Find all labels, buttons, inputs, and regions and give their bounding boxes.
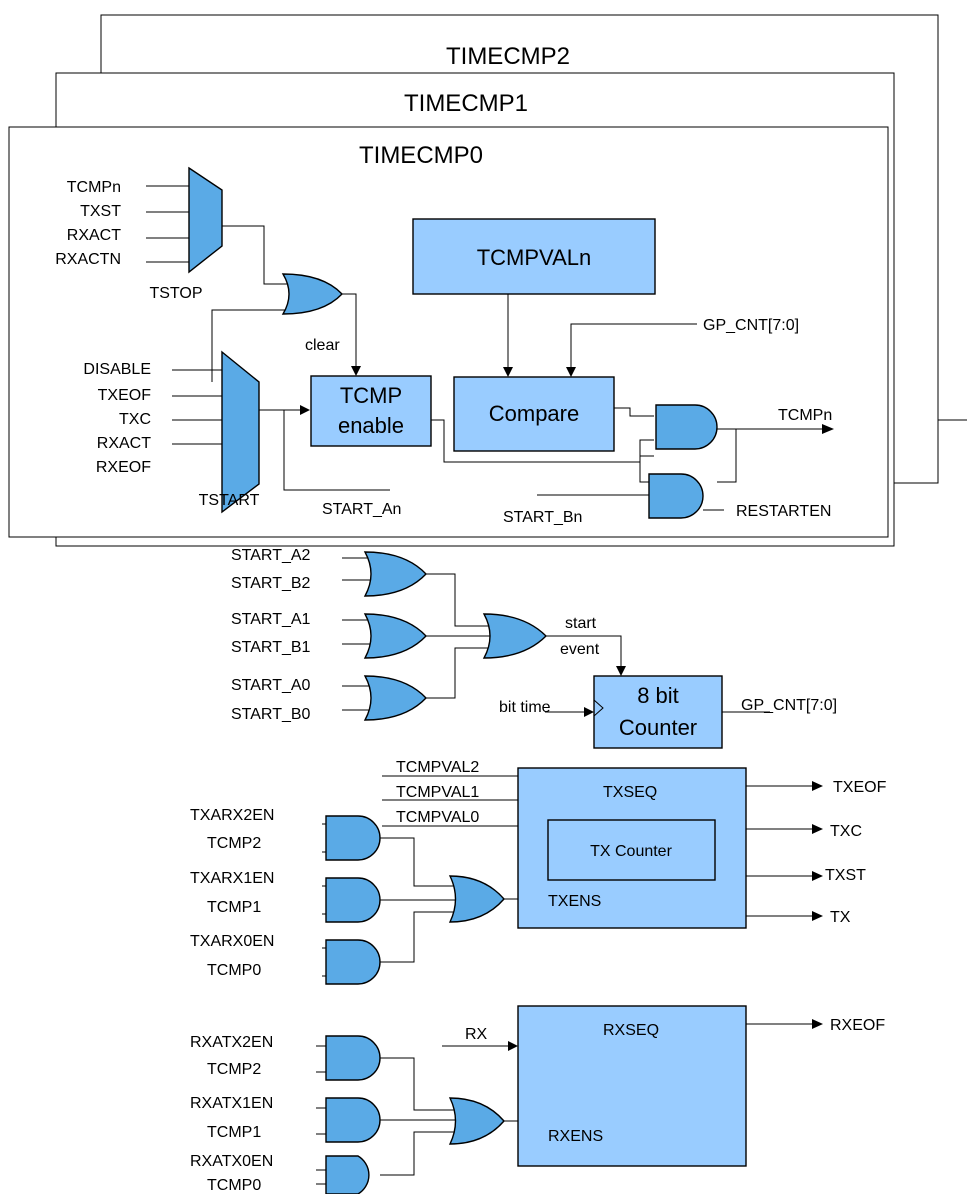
tcmpn-output-label: TCMPn xyxy=(778,407,832,424)
rxatx1en-label: RXATX1EN xyxy=(190,1095,273,1112)
txeof-output-label: TXEOF xyxy=(833,779,887,796)
tstop-input-rxactn: RXACTN xyxy=(55,251,121,268)
txarx0en-label: TXARX0EN xyxy=(190,933,274,950)
start-a0-label: START_A0 xyxy=(231,677,311,694)
tstart-input-disable: DISABLE xyxy=(83,361,151,378)
txarx1en-label: TXARX1EN xyxy=(190,870,274,887)
rx-tcmp2-label: TCMP2 xyxy=(207,1061,261,1078)
tstop-input-rxact: RXACT xyxy=(67,227,121,244)
start-an-label: START_An xyxy=(322,501,401,518)
tcmp-enable-block xyxy=(310,375,432,447)
rx-and-gate-1 xyxy=(325,1097,381,1143)
rxeof-output-label: RXEOF xyxy=(830,1017,885,1034)
start-bn-label: START_Bn xyxy=(503,509,582,526)
counter-line2: Counter xyxy=(619,715,697,740)
rxatx0en-label: RXATX0EN xyxy=(190,1153,273,1170)
start-a1-label: START_A1 xyxy=(231,611,311,628)
tstop-mux: TCMPn TXST RXACT RXACTN TSTOP xyxy=(55,166,223,302)
tx-output-label: TX xyxy=(830,909,851,926)
tstart-label: TSTART xyxy=(199,492,260,509)
rxatx2en-label: RXATX2EN xyxy=(190,1034,273,1051)
tstop-input-txst: TXST xyxy=(80,203,121,220)
rx-tcmp1-label: TCMP1 xyxy=(207,1124,261,1141)
txseq-block xyxy=(517,767,747,929)
rx-enable-gates xyxy=(316,1035,518,1194)
start-b1-label: START_B1 xyxy=(231,639,311,656)
rx-and-gate-0 xyxy=(325,1155,370,1194)
compare-block xyxy=(453,376,615,452)
start-or-tree xyxy=(342,551,626,721)
tx-tcmp0-label: TCMP0 xyxy=(207,962,261,979)
bit-time-label: bit time xyxy=(499,699,551,716)
clear-or-gate xyxy=(281,273,343,315)
rx-and-gate-2 xyxy=(325,1035,381,1081)
rxseq-block xyxy=(517,1005,747,1167)
frame-timecmp0-title: TIMECMP0 xyxy=(359,142,483,169)
tx-tcmp2-label: TCMP2 xyxy=(207,835,261,852)
tcmpval0-label: TCMPVAL0 xyxy=(396,809,479,826)
start-event-line1: start xyxy=(565,615,597,632)
txseq-title: TXSEQ xyxy=(603,784,657,801)
tcmpn-and-gate xyxy=(655,404,718,450)
tstart-input-rxact: RXACT xyxy=(97,435,151,452)
rx-input-label: RX xyxy=(465,1026,488,1043)
tx-enable-gates xyxy=(322,815,518,985)
frame-timecmp0 xyxy=(8,126,889,538)
clear-label: clear xyxy=(305,337,340,354)
txarx2en-label: TXARX2EN xyxy=(190,807,274,824)
tstop-label: TSTOP xyxy=(149,285,202,302)
counter-line1: 8 bit xyxy=(637,683,679,708)
rxseq-title: RXSEQ xyxy=(603,1022,659,1039)
tstop-input-tcmpn: TCMPn xyxy=(67,179,121,196)
tstart-input-rxeof: RXEOF xyxy=(96,459,151,476)
compare-label: Compare xyxy=(489,401,579,426)
rxens-label: RXENS xyxy=(548,1128,603,1145)
counter-block xyxy=(593,675,723,749)
start-event-line2: event xyxy=(560,641,600,658)
tx-tcmp1-label: TCMP1 xyxy=(207,899,261,916)
gp-cnt-output-label: GP_CNT[7:0] xyxy=(741,697,837,714)
frame-timecmp2-title: TIMECMP2 xyxy=(446,43,570,70)
txst-output-label: TXST xyxy=(825,867,866,884)
tcmp-enable-line2: enable xyxy=(338,413,404,438)
gp-cnt-input-label: GP_CNT[7:0] xyxy=(703,317,799,334)
txc-output-label: TXC xyxy=(830,823,862,840)
start-a2-label: START_A2 xyxy=(231,547,311,564)
tx-counter-block xyxy=(547,819,716,881)
start-b0-label: START_B0 xyxy=(231,706,311,723)
tstart-input-txeof: TXEOF xyxy=(98,387,152,404)
tstart-input-txc: TXC xyxy=(119,411,151,428)
tcmpvaln-label: TCMPVALn xyxy=(477,245,592,270)
tcmp-enable-line1: TCMP xyxy=(340,383,402,408)
tcmpvaln-block xyxy=(412,218,656,295)
txens-label: TXENS xyxy=(548,893,601,910)
restart-and-gate xyxy=(648,473,704,519)
frame-timecmp1-title: TIMECMP1 xyxy=(404,90,528,117)
tcmpval2-label: TCMPVAL2 xyxy=(396,759,479,776)
tstart-mux: DISABLE TXEOF TXC RXACT RXEOF TSTART xyxy=(83,350,260,514)
start-b2-label: START_B2 xyxy=(231,575,311,592)
rx-or-gate xyxy=(448,1097,505,1145)
rx-tcmp0-label: TCMP0 xyxy=(207,1177,261,1194)
tx-counter-label: TX Counter xyxy=(590,843,672,860)
tcmpval1-label: TCMPVAL1 xyxy=(396,784,479,801)
restarten-label: RESTARTEN xyxy=(736,503,831,520)
